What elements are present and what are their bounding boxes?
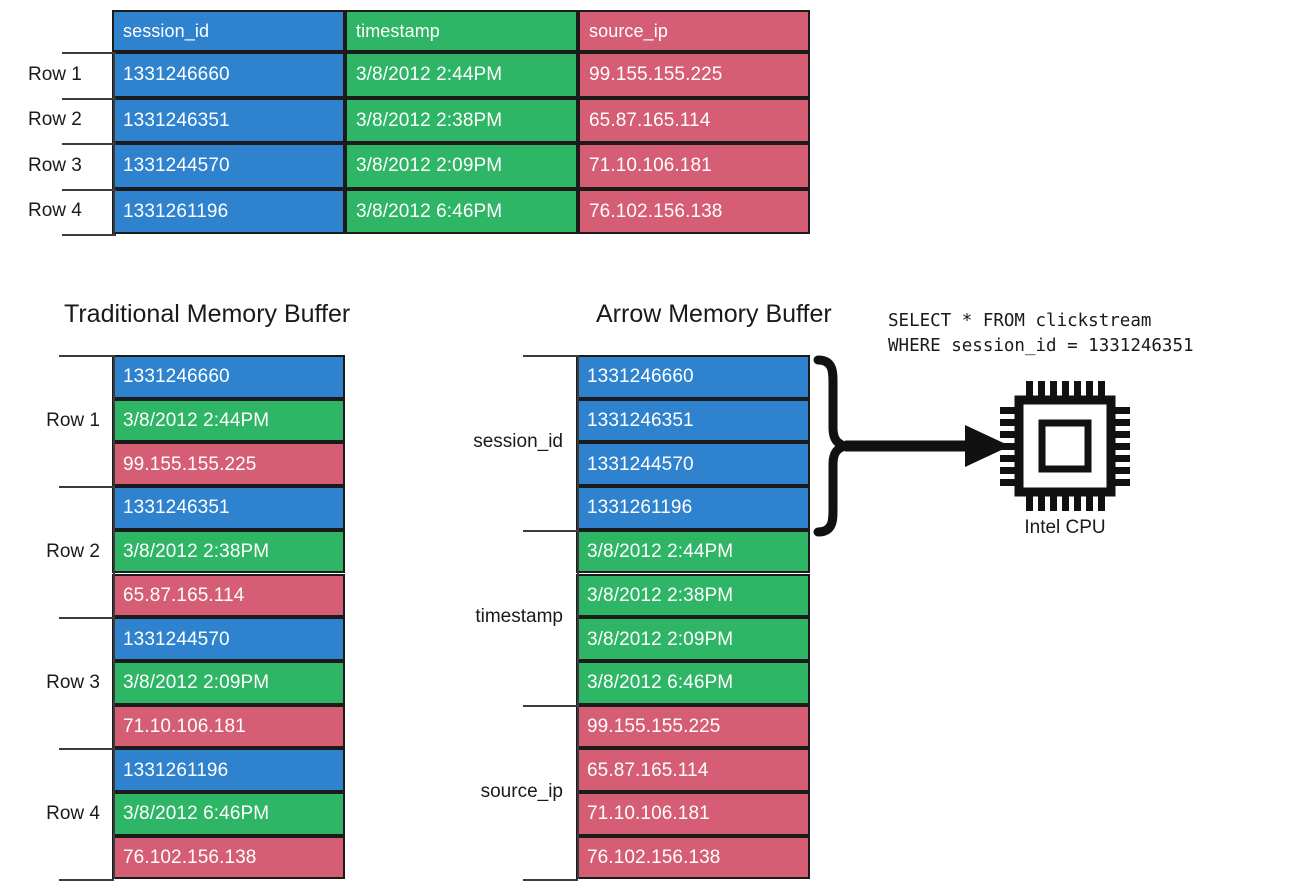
traditional-cell: 1331246660 (112, 355, 345, 399)
traditional-cell: 1331261196 (112, 748, 345, 792)
traditional-cell: 3/8/2012 2:44PM (112, 398, 345, 443)
traditional-group-tick (59, 486, 114, 489)
traditional-buffer-title: Traditional Memory Buffer (64, 300, 351, 328)
arrow-cell: 1331244570 (576, 442, 810, 487)
arrow-group-tick (523, 529, 578, 532)
arrow-cell: 76.102.156.138 (576, 835, 810, 880)
arrow-cell: 3/8/2012 2:38PM (576, 573, 810, 618)
table-row-label-2: Row 2 (28, 109, 82, 131)
arrow-cell: 1331246351 (576, 398, 810, 443)
table-cell: 3/8/2012 2:44PM (345, 52, 578, 98)
arrow-left-rule (577, 355, 579, 880)
arrow-cell: 71.10.106.181 (576, 792, 810, 836)
traditional-cell: 1331244570 (112, 617, 345, 661)
table-cell: 3/8/2012 6:46PM (345, 188, 578, 234)
table-row-tick (62, 143, 116, 145)
table-cell: 1331244570 (112, 143, 345, 189)
traditional-cell: 1331246351 (112, 486, 345, 530)
traditional-cell: 71.10.106.181 (112, 704, 345, 749)
traditional-group-label-1: Row 1 (46, 409, 100, 431)
table-row-tick (62, 97, 116, 100)
arrow-group-label-1: session_id (473, 431, 563, 453)
arrow-cell: 65.87.165.114 (576, 748, 810, 792)
traditional-group-label-4: Row 4 (46, 802, 100, 824)
arrow-group-tick (523, 355, 578, 357)
traditional-cell: 3/8/2012 2:38PM (112, 529, 345, 574)
table-cell: 3/8/2012 2:09PM (345, 143, 578, 189)
arrow-group-tick (523, 704, 578, 707)
table-header-timestamp: timestamp (345, 10, 578, 52)
table-row-tick (62, 188, 116, 191)
traditional-group-tick (59, 748, 114, 751)
table-cell: 76.102.156.138 (578, 188, 810, 234)
arrow-buffer-title: Arrow Memory Buffer (596, 300, 832, 328)
sql-query-line-2: WHERE session_id = 1331246351 (888, 336, 1194, 356)
sql-query-line-1: SELECT * FROM clickstream (888, 311, 1152, 331)
table-row-label-4: Row 4 (28, 200, 82, 222)
table-header-source_ip: source_ip (578, 10, 810, 52)
table-row-tick (62, 52, 116, 54)
traditional-group-label-2: Row 2 (46, 540, 100, 562)
traditional-group-tick (59, 355, 114, 357)
traditional-cell: 76.102.156.138 (112, 835, 345, 880)
table-cell: 71.10.106.181 (578, 143, 810, 189)
table-cell: 1331261196 (112, 188, 345, 234)
arrow-group-tick (523, 879, 578, 882)
traditional-cell: 3/8/2012 2:09PM (112, 660, 345, 705)
cpu-chip-icon (1000, 381, 1130, 511)
traditional-group-tick (59, 879, 114, 882)
table-row-label-3: Row 3 (28, 154, 82, 176)
arrow-cell: 1331261196 (576, 486, 810, 530)
arrow-cell: 3/8/2012 6:46PM (576, 660, 810, 705)
table-row-label-1: Row 1 (28, 63, 82, 85)
arrow-group-label-2: timestamp (475, 606, 563, 628)
brace-icon (813, 355, 850, 537)
traditional-cell: 99.155.155.225 (112, 442, 345, 487)
traditional-group-label-3: Row 3 (46, 671, 100, 693)
arrow-cell: 3/8/2012 2:09PM (576, 617, 810, 661)
arrow-group-label-3: source_ip (480, 781, 563, 802)
traditional-cell: 3/8/2012 6:46PM (112, 792, 345, 836)
arrow-cell: 3/8/2012 2:44PM (576, 529, 810, 574)
traditional-left-rule (113, 355, 115, 880)
arrow-cell: 1331246660 (576, 355, 810, 399)
arrow-cell: 99.155.155.225 (576, 704, 810, 749)
table-cell: 1331246660 (112, 52, 345, 98)
flow-arrow-icon (845, 425, 1010, 467)
traditional-cell: 65.87.165.114 (112, 573, 345, 618)
table-header-session_id: session_id (112, 10, 345, 52)
traditional-group-tick (59, 617, 114, 620)
table-cell: 3/8/2012 2:38PM (345, 97, 578, 143)
cpu-caption: Intel CPU (1024, 517, 1106, 538)
table-cell: 1331246351 (112, 97, 345, 143)
table-cell: 65.87.165.114 (578, 97, 810, 143)
table-row-tick (62, 234, 116, 236)
table-cell: 99.155.155.225 (578, 52, 810, 98)
